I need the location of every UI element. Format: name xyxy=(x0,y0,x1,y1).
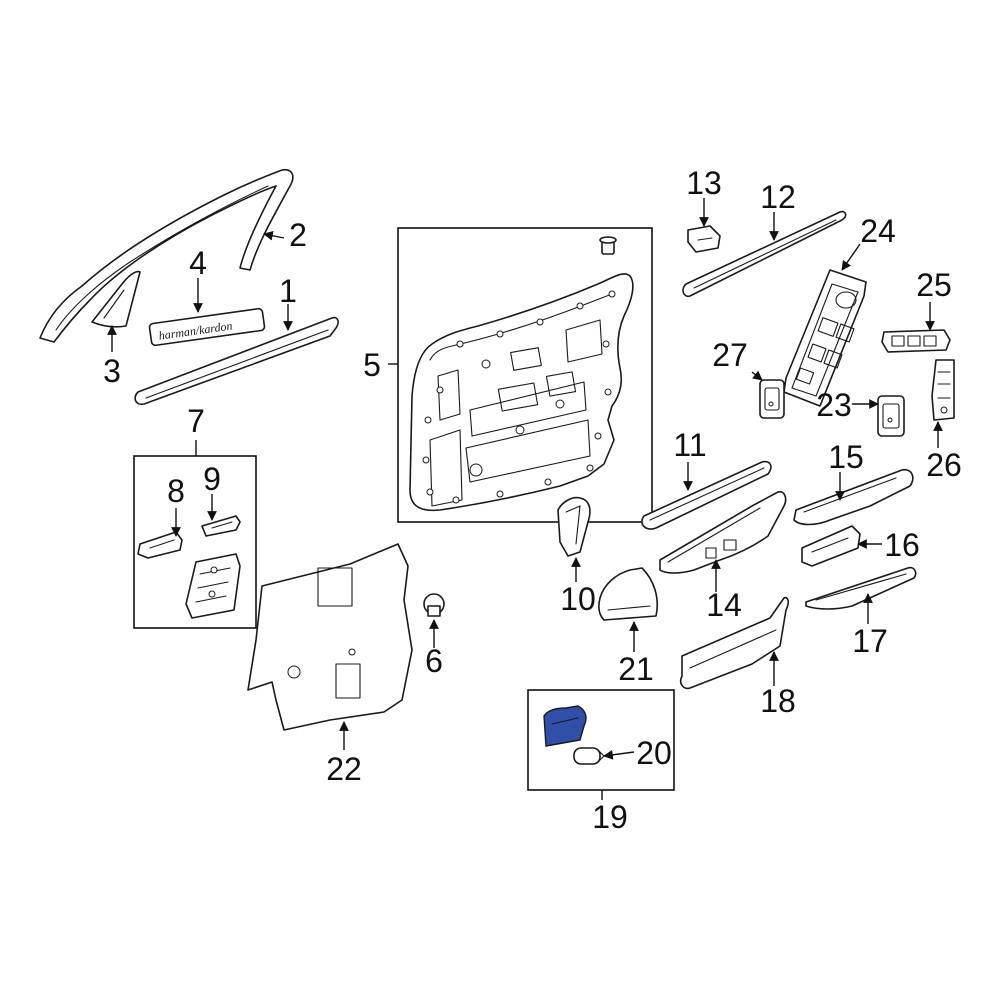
part-19-lamp-assembly[interactable] xyxy=(527,689,675,791)
part-3-corner-trim[interactable] xyxy=(91,270,141,328)
part-5-door-inner-panel[interactable] xyxy=(397,227,653,523)
part-5-box xyxy=(397,227,653,523)
callout-20: 20 xyxy=(636,735,672,771)
part-11-trim-strip[interactable] xyxy=(641,460,772,530)
callout-21: 21 xyxy=(618,651,654,687)
callout-4: 4 xyxy=(189,245,207,281)
part-4-badge[interactable]: harman/kardon xyxy=(148,307,266,347)
part-7-hinge-assembly[interactable] xyxy=(133,455,257,629)
callout-23: 23 xyxy=(816,387,852,423)
part-16-handle-bracket[interactable] xyxy=(801,525,861,567)
callout-11: 11 xyxy=(673,427,706,463)
part-7-box xyxy=(133,455,257,629)
callout-10: 10 xyxy=(560,581,596,617)
part-15-pull-handle[interactable] xyxy=(793,468,914,526)
callout-3: 3 xyxy=(103,353,121,389)
callout-2: 2 xyxy=(289,217,307,253)
callout-25: 25 xyxy=(916,267,952,303)
callout-5: 5 xyxy=(363,347,381,383)
part-20-bulb[interactable] xyxy=(573,747,605,765)
callout-19: 19 xyxy=(592,799,628,835)
part-27-single-switch[interactable] xyxy=(759,379,785,419)
part-21-pocket-trim[interactable] xyxy=(598,567,658,621)
part-23-single-switch[interactable] xyxy=(877,395,905,437)
part-6-clip[interactable] xyxy=(423,593,445,617)
callout-15: 15 xyxy=(828,439,864,475)
callout-17: 17 xyxy=(852,623,888,659)
part-25-switch[interactable] xyxy=(881,329,951,353)
leader-lines xyxy=(107,198,943,800)
callout-6: 6 xyxy=(425,643,443,679)
part-17-lower-strip[interactable] xyxy=(805,566,917,610)
part-19-box xyxy=(527,689,675,791)
callout-24: 24 xyxy=(860,213,896,249)
callout-27: 27 xyxy=(712,337,748,373)
part-24-window-switch[interactable] xyxy=(783,269,867,407)
part-26-bracket[interactable] xyxy=(931,359,955,421)
part-19-lamp-housing[interactable] xyxy=(543,705,587,747)
callout-26: 26 xyxy=(926,447,962,483)
callout-labels: 1 2 3 4 5 6 7 8 9 10 11 12 13 14 15 16 1… xyxy=(103,165,962,835)
callout-18: 18 xyxy=(760,683,796,719)
callout-16: 16 xyxy=(884,527,920,563)
callout-9: 9 xyxy=(203,461,221,497)
callout-14: 14 xyxy=(706,587,742,623)
part-12-weatherstrip[interactable] xyxy=(682,210,847,298)
part-22-watershield[interactable] xyxy=(247,543,413,731)
part-14-armrest-trim[interactable] xyxy=(659,490,787,574)
part-18-lower-trim[interactable] xyxy=(679,596,789,690)
part-10-tweeter-cover[interactable] xyxy=(557,496,591,557)
part-13-clip[interactable] xyxy=(687,225,721,253)
part-9-hinge-piece[interactable] xyxy=(201,515,241,537)
callout-7: 7 xyxy=(187,403,205,439)
part-2-window-frame[interactable] xyxy=(39,168,294,343)
callout-22: 22 xyxy=(326,751,362,787)
part-1-belt-molding[interactable] xyxy=(134,316,339,406)
callout-1: 1 xyxy=(279,273,297,309)
callout-8: 8 xyxy=(167,473,185,509)
callout-13: 13 xyxy=(686,165,722,201)
callout-12: 12 xyxy=(760,179,796,215)
